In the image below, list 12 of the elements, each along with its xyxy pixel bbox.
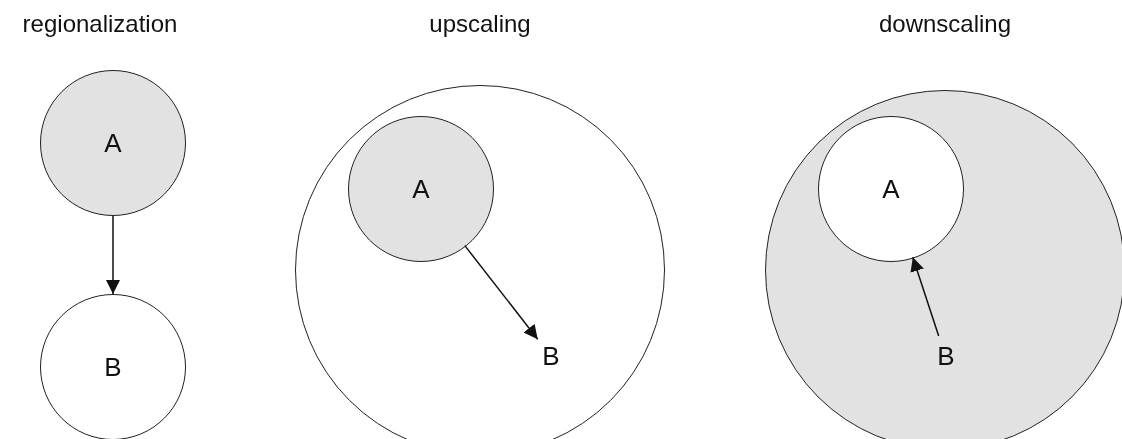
circle-node: A bbox=[348, 116, 494, 262]
circle-node: A bbox=[818, 116, 964, 262]
panel-title: regionalization bbox=[22, 10, 178, 38]
panel-title: downscaling bbox=[878, 10, 1012, 38]
panel-title: upscaling bbox=[429, 10, 531, 38]
circle-node: A bbox=[40, 70, 186, 216]
arrow bbox=[910, 256, 940, 337]
arrow bbox=[106, 215, 120, 295]
letter-label: B bbox=[934, 341, 958, 371]
arrow bbox=[464, 244, 539, 340]
letter-label: B bbox=[539, 341, 563, 371]
circle-node: B bbox=[40, 294, 186, 439]
